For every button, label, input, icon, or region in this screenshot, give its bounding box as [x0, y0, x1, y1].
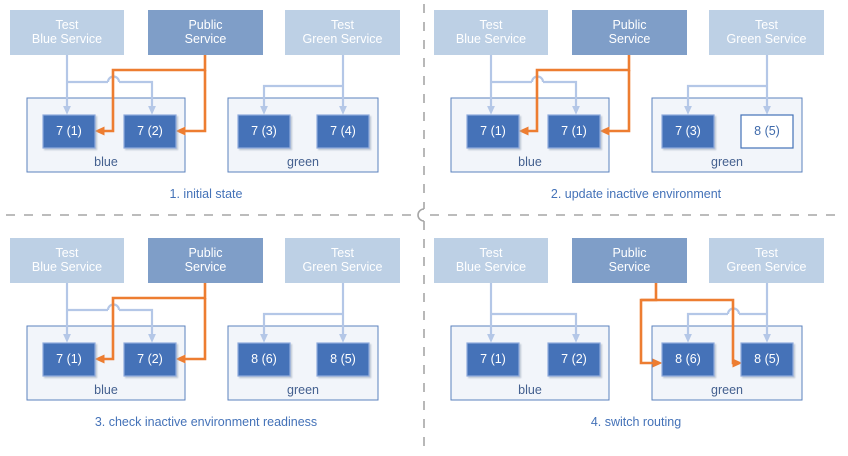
panel-1-graphics	[10, 10, 400, 173]
panel-2-graphics	[434, 10, 824, 173]
panel-dividers	[6, 4, 842, 452]
panel-3-graphics	[10, 238, 400, 401]
panel-4-graphics	[434, 238, 824, 401]
